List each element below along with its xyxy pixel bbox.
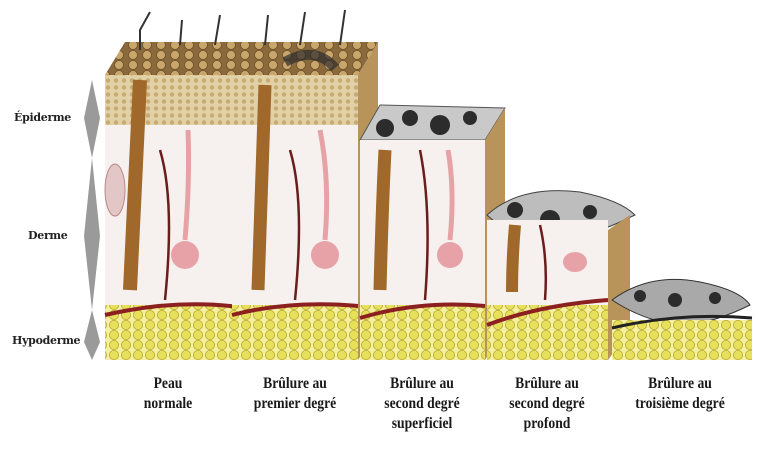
sebaceous-gland <box>105 164 125 216</box>
sweat-gland <box>171 241 199 269</box>
label-hypodermis: Hypoderme <box>12 334 80 347</box>
label-dermis: Derme <box>28 229 67 242</box>
block-third-degree <box>612 279 752 360</box>
caption-normal-skin: Peau normale <box>124 374 212 414</box>
caption-first-degree: Brûlure au premier degré <box>242 374 348 414</box>
block-first-degree <box>232 10 378 360</box>
hair-follicle <box>130 80 140 290</box>
block-second-degree-superficial <box>360 105 505 360</box>
caption-second-degree-superficial: Brûlure au second degré superficiel <box>369 374 475 434</box>
layer-brackets <box>84 80 100 360</box>
label-epidermis: Épiderme <box>14 111 71 124</box>
caption-third-degree: Brûlure au troisième degré <box>618 374 741 414</box>
caption-second-degree-deep: Brûlure au second degré profond <box>494 374 600 434</box>
